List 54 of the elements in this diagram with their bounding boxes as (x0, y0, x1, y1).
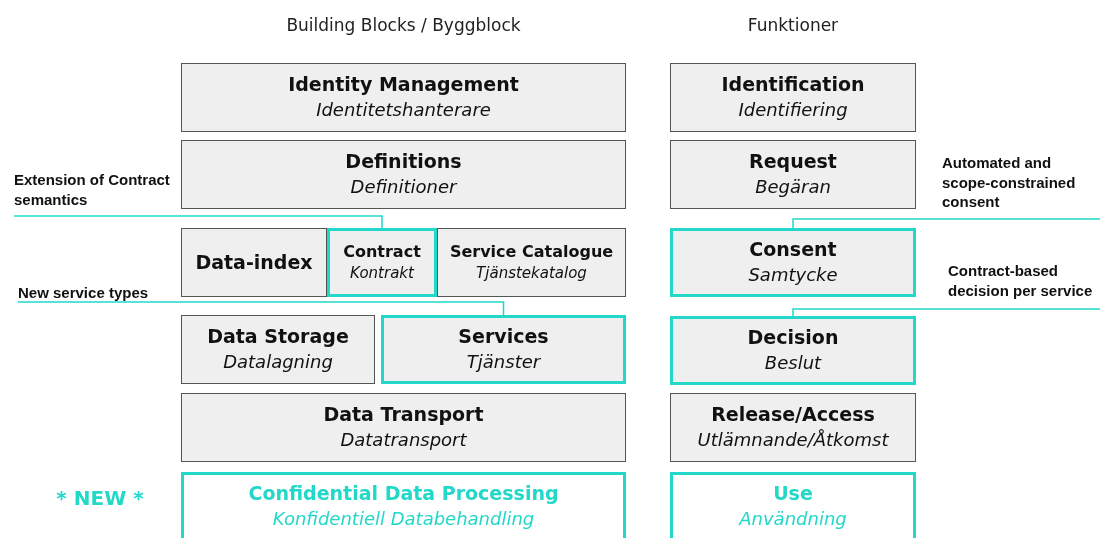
block-subtitle: Begäran (755, 176, 831, 199)
new-tag: * NEW * (56, 483, 144, 513)
annotation-text: Automated and scope-constrained consent (942, 153, 1100, 215)
block-title: Definitions (345, 150, 462, 175)
block-title: Service Catalogue (449, 242, 614, 263)
annotation-text: Contract-based decision per service (948, 261, 1100, 305)
block-subtitle: Beslut (764, 352, 822, 375)
block-subtitle: Tjänstekatalog (476, 264, 587, 283)
leader-line (17, 301, 505, 316)
block-subtitle: Utlämnande/Åtkomst (697, 429, 889, 452)
block-title: Data Storage (207, 325, 349, 350)
block-box (670, 63, 916, 132)
block-box (181, 228, 327, 297)
block-title: Request (749, 150, 837, 175)
block-title: Confidential Data Processing (248, 482, 559, 507)
column-heading: Building Blocks / Byggblock (286, 14, 521, 38)
block-box (670, 228, 916, 297)
block-box (181, 140, 626, 209)
block-subtitle: Användning (739, 508, 847, 531)
block-title: Data Transport (323, 403, 484, 428)
block-title: Identification (721, 73, 865, 98)
block-box (181, 63, 626, 132)
block-subtitle: Datatransport (340, 429, 467, 452)
block-box (327, 228, 437, 297)
block-subtitle: Tjänster (466, 351, 541, 374)
block-subtitle: Datalagning (223, 351, 333, 374)
block-subtitle: Identifiering (738, 99, 848, 122)
column-heading: Funktioner (747, 14, 839, 38)
block-title: Data-index (195, 250, 313, 275)
block-subtitle: Identitetshanterare (316, 99, 491, 122)
block-subtitle: Kontrakt (350, 264, 414, 283)
block-title: Decision (747, 326, 839, 351)
block-title: Services (458, 325, 549, 350)
block-box (181, 393, 626, 462)
block-title: Consent (749, 238, 837, 263)
block-subtitle: Konfidentiell Databehandling (272, 508, 535, 531)
block-box (670, 472, 916, 538)
block-title: Contract (343, 242, 421, 263)
leader-line (792, 308, 1101, 317)
block-box (670, 393, 916, 462)
block-box (181, 472, 626, 538)
leader-line (792, 218, 1101, 229)
annotation-text: Extension of Contract semantics (14, 170, 174, 212)
block-title: Release/Access (711, 403, 875, 428)
leader-line (13, 215, 383, 229)
block-box (670, 140, 916, 209)
block-box (181, 315, 375, 384)
block-box (437, 228, 626, 297)
block-box (381, 315, 626, 384)
block-box (670, 316, 916, 385)
block-subtitle: Definitioner (350, 176, 457, 199)
block-subtitle: Samtycke (748, 264, 838, 287)
block-title: Identity Management (288, 73, 519, 98)
block-title: Use (773, 482, 813, 507)
